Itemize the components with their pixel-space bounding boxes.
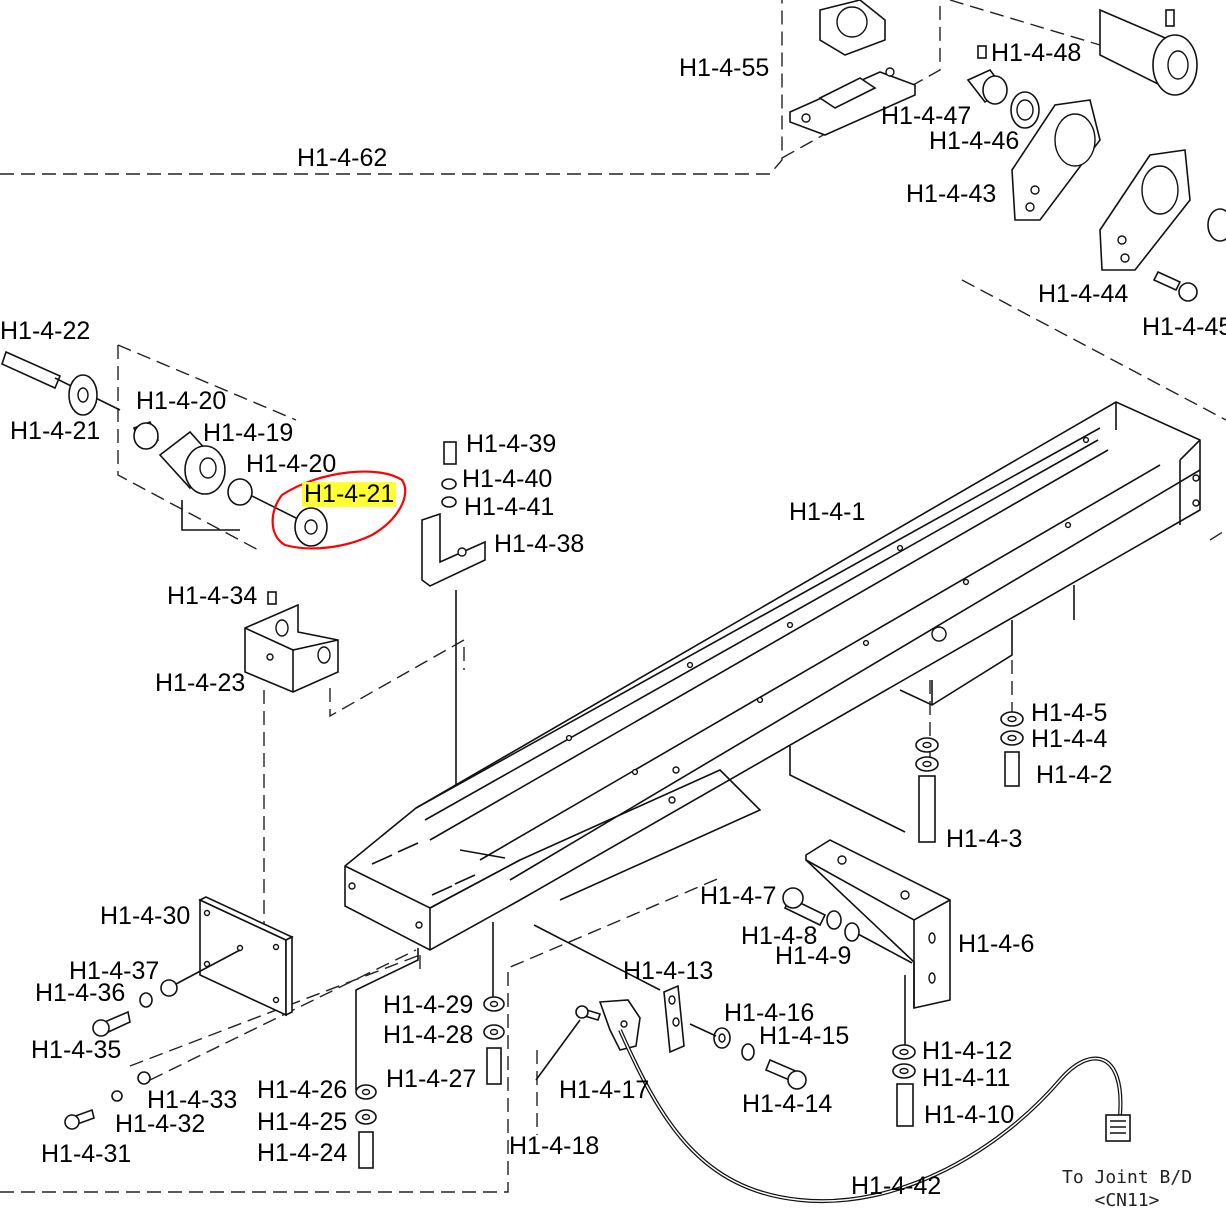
bracket-h1-4-23 — [244, 591, 465, 930]
label-h1-4-21-left: H1-4-21 — [10, 417, 101, 445]
label-h1-4-40: H1-4-40 — [462, 465, 553, 493]
label-h1-4-31: H1-4-31 — [41, 1140, 132, 1168]
right-fasteners — [915, 711, 1024, 843]
label-h1-4-37: H1-4-37 — [69, 957, 160, 985]
label-h1-4-14: H1-4-14 — [742, 1090, 833, 1118]
plate-h1-4-30 — [64, 896, 294, 1130]
label-h1-4-8: H1-4-8 — [741, 922, 818, 950]
label-h1-4-27: H1-4-27 — [386, 1065, 477, 1093]
label-h1-4-33: H1-4-33 — [147, 1086, 238, 1114]
label-h1-4-19: H1-4-19 — [203, 419, 294, 447]
label-h1-4-36: H1-4-36 — [35, 979, 126, 1007]
cable-h1-4-42 — [618, 1029, 1131, 1204]
bracket-h1-4-38 — [421, 441, 486, 880]
label-h1-4-3: H1-4-3 — [946, 825, 1023, 853]
label-h1-4-44: H1-4-44 — [1038, 280, 1129, 308]
label-h1-4-29: H1-4-29 — [383, 991, 474, 1019]
label-h1-4-62: H1-4-62 — [297, 144, 388, 172]
label-h1-4-18: H1-4-18 — [509, 1132, 600, 1160]
label-h1-4-17: H1-4-17 — [559, 1076, 650, 1104]
label-h1-4-20-mid: H1-4-20 — [246, 450, 337, 478]
label-h1-4-32: H1-4-32 — [115, 1110, 206, 1138]
label-h1-4-13: H1-4-13 — [623, 957, 714, 985]
label-h1-4-23: H1-4-23 — [155, 669, 246, 697]
label-h1-4-2: H1-4-2 — [1036, 761, 1113, 789]
label-h1-4-5: H1-4-5 — [1031, 699, 1108, 727]
label-h1-4-42: H1-4-42 — [851, 1172, 942, 1200]
label-h1-4-47: H1-4-47 — [881, 102, 972, 130]
main-base-h1-4-1 — [344, 401, 1201, 951]
label-h1-4-43: H1-4-43 — [906, 180, 997, 208]
label-h1-4-26: H1-4-26 — [257, 1076, 348, 1104]
cable-note-line1: To Joint B/D — [1062, 1167, 1193, 1188]
lower-right-fasteners — [892, 1044, 916, 1127]
label-h1-4-7: H1-4-7 — [700, 882, 777, 910]
label-h1-4-10: H1-4-10 — [924, 1101, 1015, 1129]
label-h1-4-38: H1-4-38 — [494, 530, 585, 558]
label-h1-4-24: H1-4-24 — [257, 1139, 348, 1167]
label-h1-4-20-top: H1-4-20 — [136, 387, 227, 415]
label-h1-4-9: H1-4-9 — [775, 942, 852, 970]
lower-middle-fasteners — [355, 996, 505, 1169]
label-h1-4-46: H1-4-46 — [929, 127, 1020, 155]
label-h1-4-45: H1-4-45 — [1142, 313, 1226, 341]
label-h1-4-16: H1-4-16 — [724, 999, 815, 1027]
left-pulley-assembly — [1, 344, 407, 553]
label-h1-4-34: H1-4-34 — [167, 582, 258, 610]
label-h1-4-55: H1-4-55 — [679, 54, 770, 82]
label-h1-4-6: H1-4-6 — [958, 930, 1035, 958]
label-h1-4-1: H1-4-1 — [789, 498, 866, 526]
bracket-h1-4-6 — [782, 839, 951, 1009]
red-highlight-circle — [271, 470, 407, 550]
label-h1-4-28: H1-4-28 — [383, 1021, 474, 1049]
label-h1-4-21-highlighted: H1-4-21 — [302, 480, 397, 508]
label-h1-4-4: H1-4-4 — [1031, 725, 1108, 753]
label-h1-4-39: H1-4-39 — [466, 430, 557, 458]
label-h1-4-22: H1-4-22 — [0, 317, 91, 345]
label-h1-4-41: H1-4-41 — [464, 493, 555, 521]
cable-destination-note: To Joint B/D <CN11> — [1062, 1167, 1192, 1212]
label-h1-4-15: H1-4-15 — [759, 1022, 850, 1050]
label-h1-4-48: H1-4-48 — [991, 39, 1082, 67]
sensor-group — [535, 984, 807, 1090]
cable-note-line2: <CN11> — [1094, 1189, 1160, 1211]
label-h1-4-11: H1-4-11 — [922, 1064, 1011, 1092]
label-h1-4-30: H1-4-30 — [100, 902, 191, 930]
label-h1-4-25: H1-4-25 — [257, 1108, 348, 1136]
label-h1-4-35: H1-4-35 — [31, 1036, 122, 1064]
top-components — [789, 0, 1226, 302]
label-h1-4-12: H1-4-12 — [922, 1037, 1013, 1065]
